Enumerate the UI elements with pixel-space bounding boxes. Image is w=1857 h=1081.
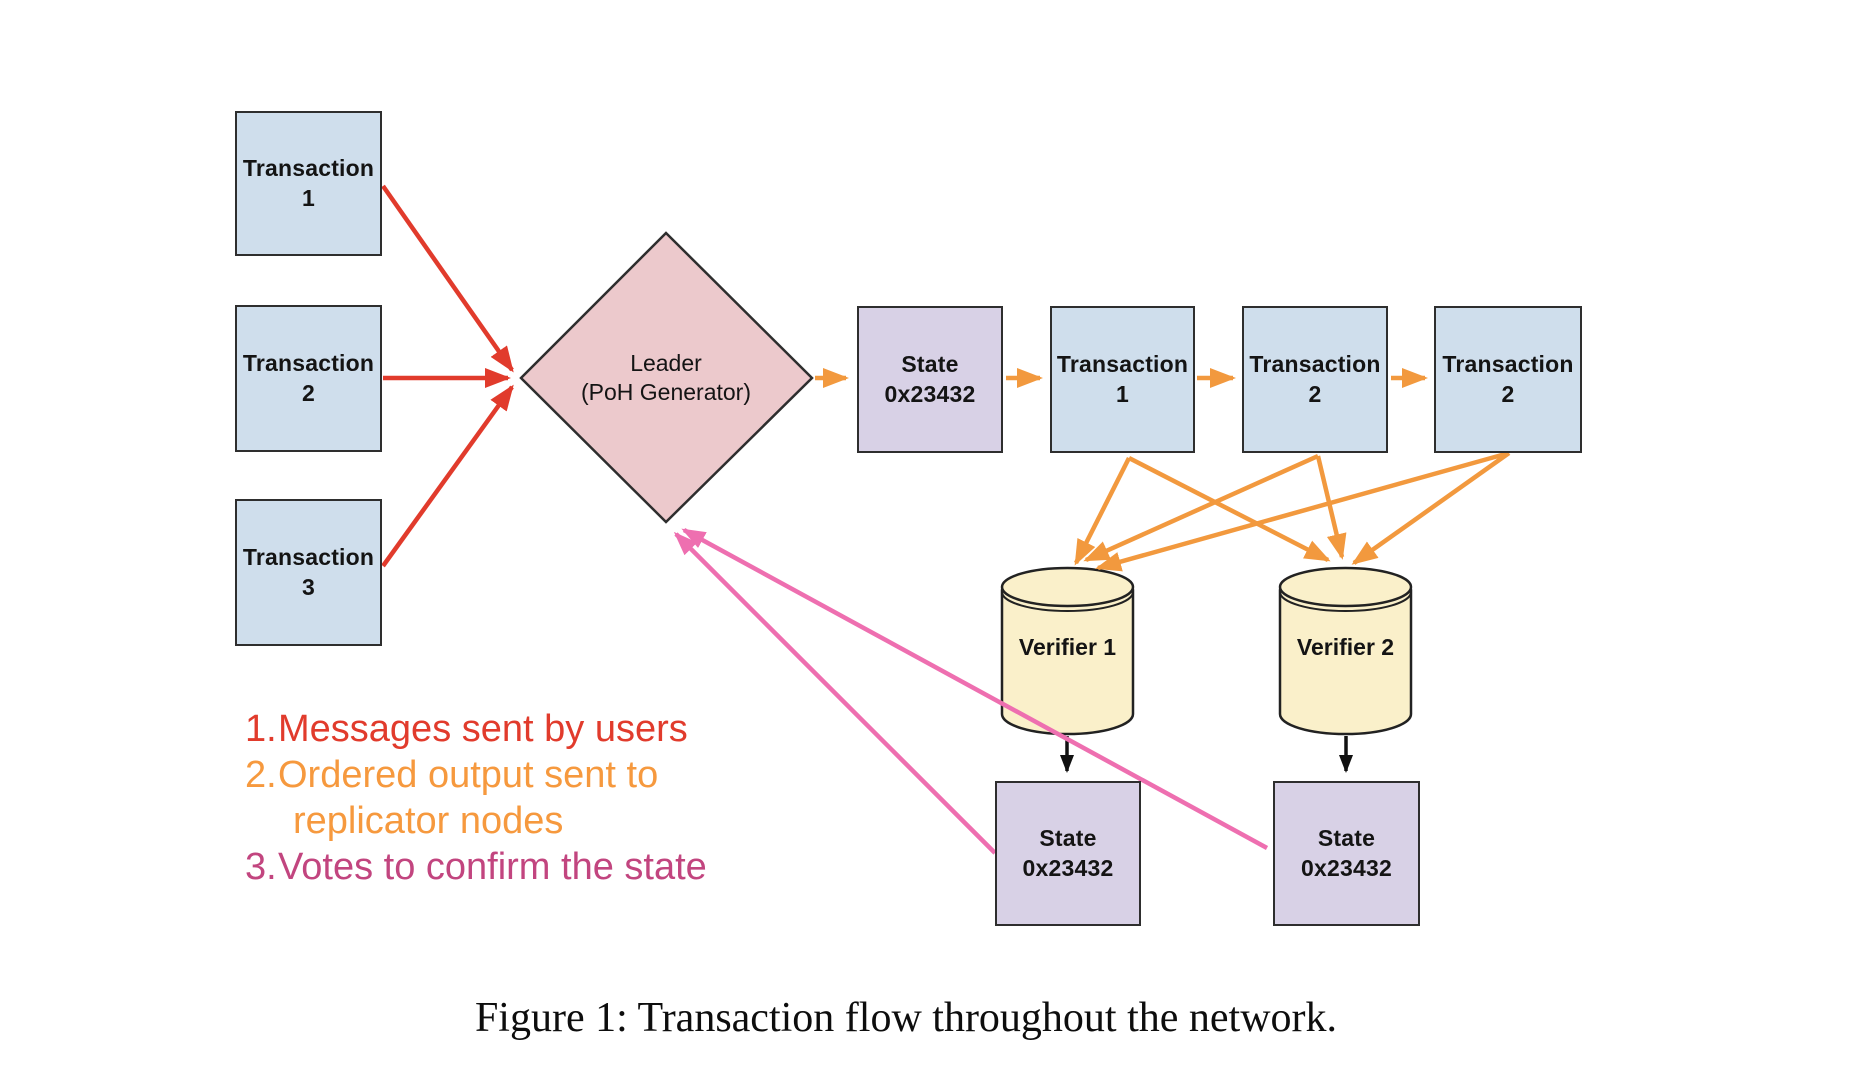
arrow-tr2a-to-verifier1 (1083, 453, 1319, 563)
node-ordered-transaction-2: Transaction 2 (1242, 306, 1388, 453)
node-label: 2 (302, 379, 315, 406)
node-label: 0x23432 (1022, 854, 1114, 881)
legend-number: 1. (245, 708, 277, 750)
arrow-tx3-to-leader (381, 384, 514, 568)
node-state-verifier2: State 0x23432 (1273, 781, 1420, 926)
node-label: (PoH Generator) (580, 379, 751, 405)
node-transaction-3: Transaction 3 (235, 499, 382, 646)
node-verifier-2-label: Verifier 2 (1296, 634, 1395, 661)
node-label: Transaction (1056, 351, 1189, 378)
node-label: 1 (302, 184, 315, 211)
legend-text: Votes to confirm the state (278, 846, 707, 888)
node-leader-label: Leader (PoH Generator) (546, 340, 786, 416)
node-label: Leader (630, 349, 702, 376)
node-state-verifier1: State 0x23432 (995, 781, 1141, 926)
leader-diamond-shape (519, 231, 814, 524)
node-label: Transaction (242, 350, 375, 377)
node-label: State (1317, 825, 1376, 852)
node-ordered-transaction-2b: Transaction 2 (1434, 306, 1582, 453)
arrow-tr2b-to-verifier1 (1095, 450, 1510, 572)
arrow-tr1-to-verifier1 (1073, 456, 1132, 566)
arrow-tr2b-to-verifier2 (1351, 451, 1511, 565)
node-label: Transaction (242, 155, 375, 182)
arrow-state2-vote-to-leader (681, 528, 1269, 850)
node-label: 2 (1308, 380, 1322, 407)
node-state-generated: State 0x23432 (857, 306, 1003, 453)
node-label: 1 (1116, 380, 1129, 407)
legend-item-ordered-output: 2.Ordered output sent to replicator node… (245, 752, 707, 844)
node-label: Transaction (1442, 351, 1574, 378)
legend-number: 2. (245, 754, 277, 796)
node-label: 3 (302, 573, 315, 600)
legend-text: Ordered output sent to (278, 754, 659, 796)
node-transaction-2: Transaction 2 (235, 305, 382, 452)
arrow-state1-vote-to-leader (673, 531, 997, 855)
node-ordered-transaction-1: Transaction 1 (1050, 306, 1195, 453)
node-verifier-1-label: Verifier 1 (1018, 634, 1117, 661)
legend-text: Messages sent by users (278, 708, 688, 750)
node-label: Transaction (1249, 351, 1381, 378)
node-label: Transaction (242, 544, 375, 571)
verifier1-cylinder-shape (1000, 566, 1135, 736)
node-label: 0x23432 (884, 380, 976, 407)
legend-text-wrap: replicator nodes (293, 800, 564, 842)
node-label: 2 (1501, 380, 1515, 407)
legend-number: 3. (245, 846, 277, 888)
node-label: State (901, 351, 959, 378)
arrow-tr2a-to-verifier2 (1315, 455, 1347, 560)
arrow-tr1-to-verifier2 (1127, 455, 1331, 563)
figure-caption: Figure 1: Transaction flow throughout th… (474, 995, 1338, 1041)
legend: 1.Messages sent by users 2.Ordered outpu… (245, 706, 707, 890)
node-transaction-1: Transaction 1 (235, 111, 382, 256)
node-label: State (1039, 825, 1097, 852)
node-label: 0x23432 (1301, 854, 1392, 881)
legend-item-votes: 3.Votes to confirm the state (245, 844, 707, 890)
legend-item-messages: 1.Messages sent by users (245, 706, 707, 752)
verifier2-cylinder-shape (1278, 566, 1413, 736)
arrow-tx1-to-leader (381, 184, 514, 373)
